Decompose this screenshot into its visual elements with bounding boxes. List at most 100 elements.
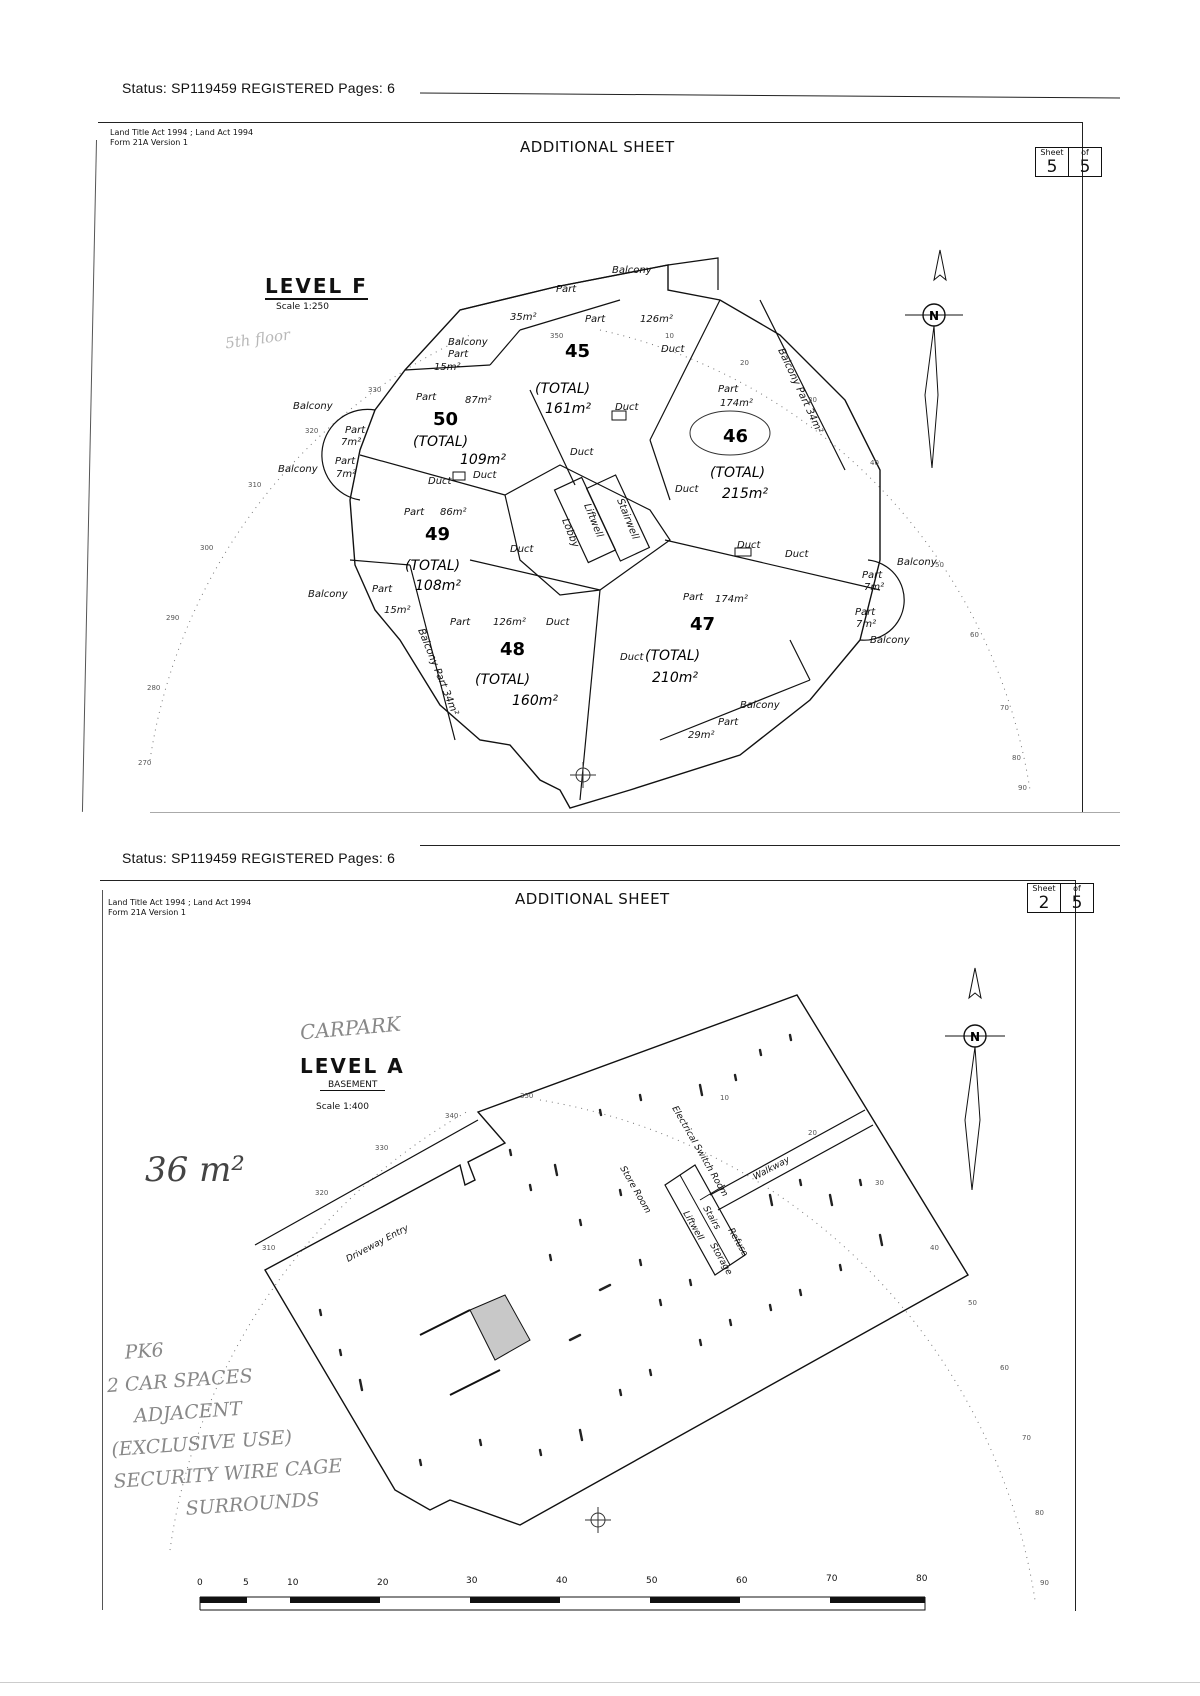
bearing-label: 5 bbox=[243, 1578, 249, 1588]
label-35: 35m² bbox=[510, 312, 536, 323]
label-part: Part bbox=[335, 456, 356, 467]
balcony-top bbox=[459, 257, 719, 311]
label-duct: Duct bbox=[620, 652, 645, 663]
bearing-label: 70 bbox=[1022, 1434, 1031, 1442]
label-duct: Duct bbox=[428, 476, 453, 487]
left-border bbox=[102, 890, 103, 1610]
bearing-label: 50 bbox=[646, 1576, 658, 1586]
bearing-label: 20 bbox=[740, 359, 749, 367]
status-line: Status: SP119459 REGISTERED Pages: 6 bbox=[122, 80, 396, 96]
level-f-plan: 45 (TOTAL) 161m² 46 (TOTAL) 215m² 47 (TO… bbox=[138, 249, 1031, 809]
bearing-label: 350 bbox=[520, 1092, 533, 1100]
level-title: LEVEL F bbox=[265, 274, 368, 300]
lot-47-total: (TOTAL) bbox=[645, 648, 700, 664]
label-87: 87m² bbox=[465, 395, 491, 406]
label-balcony: Balcony bbox=[448, 337, 489, 348]
bearing-label: 320 bbox=[305, 427, 318, 435]
label-part: Part bbox=[718, 717, 739, 728]
bearing-label: 70 bbox=[1000, 704, 1009, 712]
bearing-label: 80 bbox=[916, 1574, 928, 1584]
label-7: 7m² bbox=[336, 469, 356, 480]
handwritten-area: 36 m² bbox=[145, 1150, 245, 1190]
label-duct: Duct bbox=[615, 402, 640, 413]
lot-48-area: 160m² bbox=[512, 693, 558, 709]
sheet-total: 5 bbox=[1071, 893, 1083, 913]
bearing-label: 10 bbox=[720, 1094, 729, 1102]
bearing-label: 60 bbox=[1000, 1364, 1009, 1372]
bearing-label: 320 bbox=[315, 1189, 328, 1197]
bearing-label: 350 bbox=[550, 332, 563, 340]
bearing-label: 30 bbox=[875, 1179, 884, 1187]
label-balcony: Balcony bbox=[740, 700, 781, 711]
label-part: Part bbox=[404, 507, 425, 518]
bearing-label: 10 bbox=[287, 1578, 299, 1588]
bearing-label: 80 bbox=[1035, 1509, 1044, 1517]
label-part: Part bbox=[448, 349, 469, 360]
bearing-label: 310 bbox=[248, 481, 261, 489]
core-lobby bbox=[504, 464, 671, 596]
label-7: 7m² bbox=[856, 619, 876, 630]
lot-50-area: 109m² bbox=[460, 452, 506, 468]
balcony-right bbox=[859, 559, 905, 641]
lot-46-area: 215m² bbox=[722, 486, 768, 502]
label-balcony: Balcony bbox=[897, 557, 938, 568]
label-15: 15m² bbox=[384, 605, 410, 616]
bearing-label: 40 bbox=[556, 1576, 568, 1586]
compass-n: N bbox=[929, 309, 939, 323]
label-part: Part bbox=[556, 284, 577, 295]
label-part: Part bbox=[718, 384, 739, 395]
lot-48-id: 48 bbox=[500, 639, 525, 660]
form-line: Form 21A Version 1 bbox=[108, 908, 186, 917]
label-7: 7m² bbox=[341, 437, 361, 448]
bearing-label: 330 bbox=[375, 1144, 388, 1152]
label-balcony: Balcony bbox=[870, 635, 911, 646]
core bbox=[664, 1164, 746, 1276]
lot-45-total: (TOTAL) bbox=[535, 381, 590, 397]
level-scale: Scale 1:250 bbox=[276, 302, 330, 312]
label-duct: Duct bbox=[675, 484, 700, 495]
label-electrical: Electrical Switch Room bbox=[669, 1105, 729, 1199]
label-balcony: Balcony bbox=[308, 589, 349, 600]
sheet-no: 5 bbox=[1046, 157, 1058, 177]
page-edge bbox=[0, 1682, 1200, 1683]
form-line: Form 21A Version 1 bbox=[110, 138, 188, 147]
label-part: Part bbox=[862, 570, 883, 581]
label-part: Part bbox=[450, 617, 471, 628]
status-rule bbox=[420, 845, 1120, 846]
label-storage: Storage bbox=[707, 1242, 733, 1278]
bearing-label: 30 bbox=[466, 1576, 478, 1586]
bearing-label: 90 bbox=[1040, 1579, 1049, 1587]
level-subtitle: BASEMENT bbox=[320, 1080, 386, 1091]
sheet-label: Sheet bbox=[1040, 148, 1064, 157]
label-duct: Duct bbox=[570, 447, 595, 458]
label-balcony: Balcony bbox=[293, 401, 334, 412]
label-174: 174m² bbox=[720, 398, 753, 409]
bearing-label: 280 bbox=[147, 684, 160, 692]
bearing-arc bbox=[169, 1099, 1036, 1601]
sheet-shadow bbox=[150, 812, 1120, 813]
lot-46-id: 46 bbox=[723, 426, 748, 447]
sheet-no: 2 bbox=[1038, 893, 1050, 913]
label-126: 126m² bbox=[640, 314, 673, 325]
label-refuse: Refuse bbox=[725, 1227, 749, 1259]
label-store-room: Store Room bbox=[617, 1165, 652, 1216]
bearing-label: 40 bbox=[870, 459, 879, 467]
status-line: Status: SP119459 REGISTERED Pages: 6 bbox=[122, 850, 396, 866]
label-7: 7m² bbox=[864, 582, 884, 593]
lot-48-total: (TOTAL) bbox=[475, 672, 530, 688]
lot-45-area: 161m² bbox=[545, 401, 591, 417]
bearing-label: 10 bbox=[665, 332, 674, 340]
scale-bar bbox=[199, 1596, 926, 1611]
label-duct: Duct bbox=[510, 544, 535, 555]
of-label: of bbox=[1081, 148, 1089, 157]
sheet-frame bbox=[100, 880, 1076, 1611]
label-balcony: Balcony bbox=[612, 265, 653, 276]
level-scale: Scale 1:400 bbox=[316, 1102, 370, 1112]
bearing-label: 300 bbox=[200, 544, 213, 552]
label-duct: Duct bbox=[546, 617, 571, 628]
balcony-left bbox=[321, 408, 376, 501]
label-126: 126m² bbox=[493, 617, 526, 628]
label-duct: Duct bbox=[737, 540, 762, 551]
